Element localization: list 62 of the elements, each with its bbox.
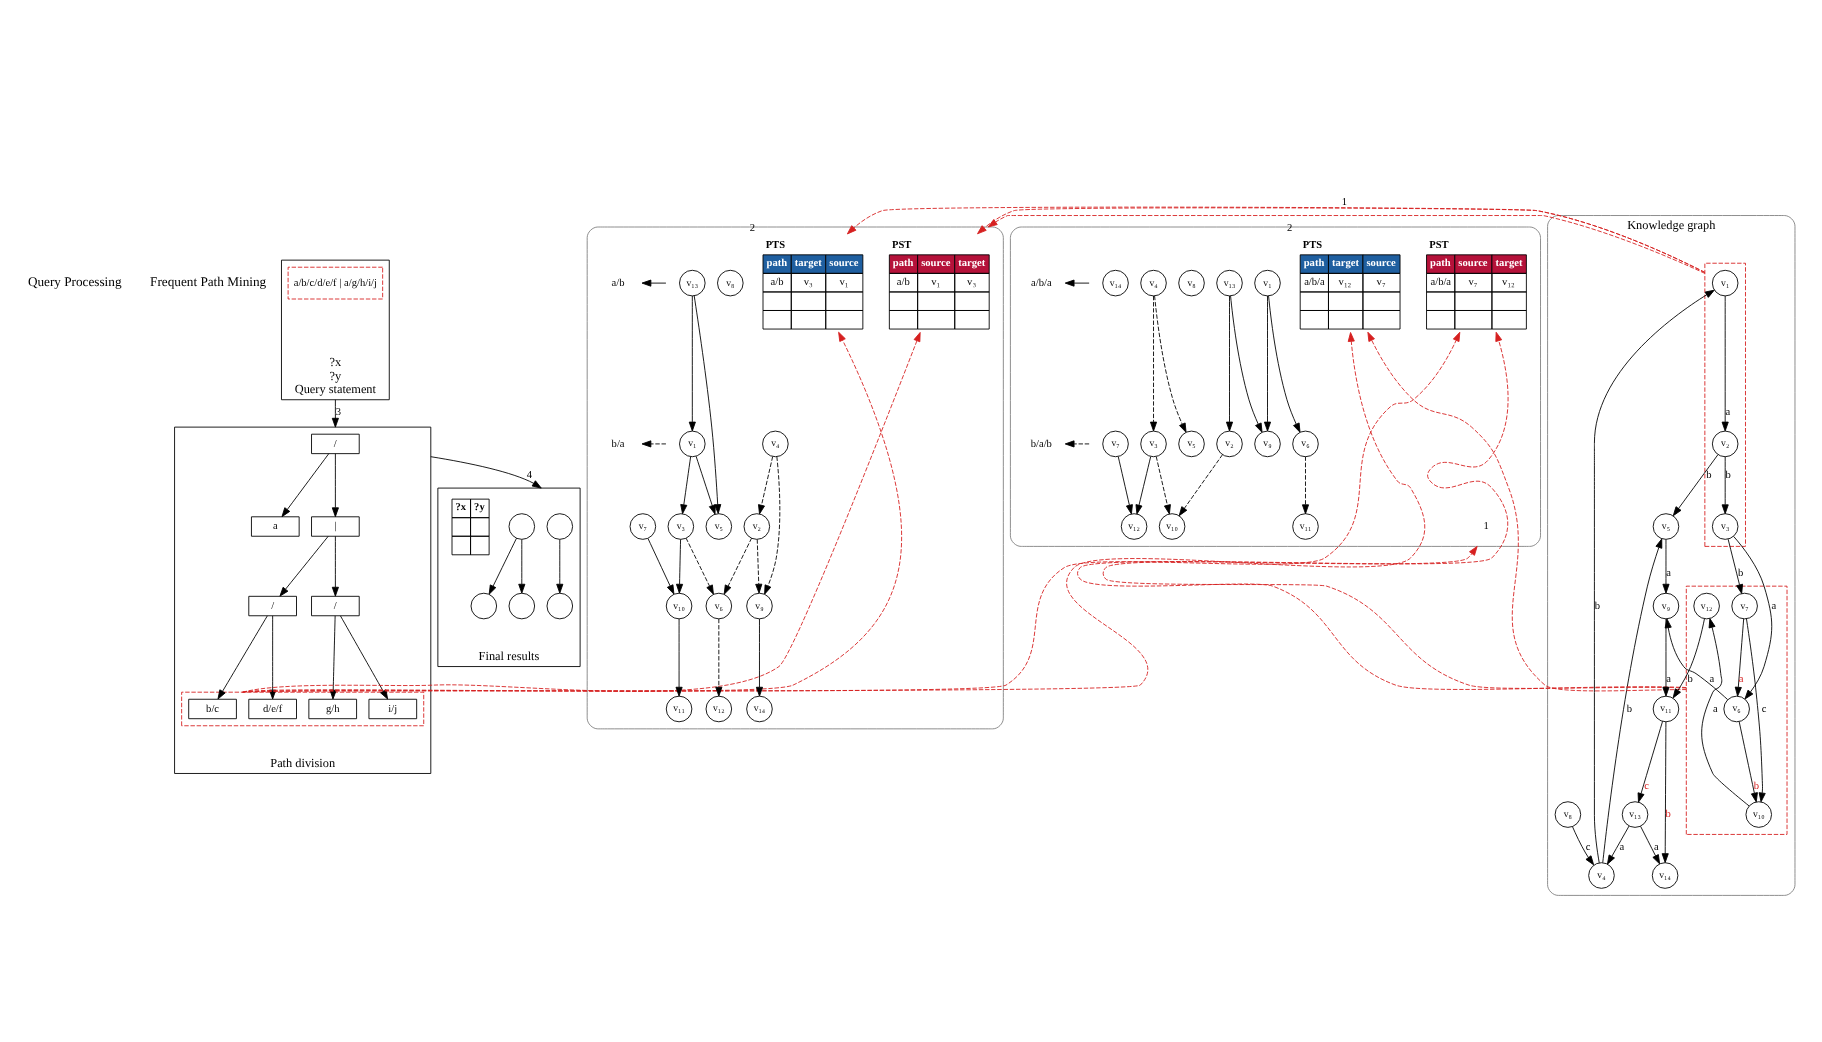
arrow bbox=[1607, 825, 1630, 865]
arrow bbox=[279, 535, 329, 597]
arrow bbox=[1102, 331, 1687, 689]
arrow bbox=[331, 535, 339, 597]
arrow bbox=[695, 455, 716, 515]
arrow bbox=[1721, 295, 1729, 432]
arrow bbox=[715, 618, 723, 697]
arrow bbox=[680, 456, 692, 515]
node-circle bbox=[546, 592, 574, 620]
arrow bbox=[430, 456, 542, 489]
arrow bbox=[1734, 618, 1745, 697]
arrow bbox=[685, 537, 714, 595]
arrow bbox=[340, 615, 389, 700]
arrow bbox=[1701, 618, 1750, 807]
arrow bbox=[518, 539, 526, 594]
arrow bbox=[764, 456, 781, 595]
arrow bbox=[331, 399, 339, 428]
node-circle bbox=[546, 513, 574, 540]
arrow bbox=[1637, 720, 1663, 803]
arrow bbox=[1230, 295, 1263, 433]
arrow bbox=[1178, 454, 1223, 517]
arrow bbox=[488, 537, 517, 595]
arrow bbox=[1367, 331, 1687, 692]
arrow bbox=[1746, 618, 1766, 803]
arrow bbox=[688, 295, 696, 432]
arrow bbox=[676, 539, 684, 594]
arrow bbox=[217, 615, 268, 700]
arrow bbox=[755, 618, 763, 697]
node-circle bbox=[508, 592, 536, 620]
arrow bbox=[675, 618, 683, 697]
arrow bbox=[758, 456, 774, 515]
node-circle bbox=[470, 592, 498, 620]
arrow bbox=[1263, 295, 1272, 432]
node-circle bbox=[508, 513, 536, 540]
arrow bbox=[1154, 295, 1187, 433]
cluster bbox=[1009, 226, 1541, 547]
arrow bbox=[281, 453, 330, 518]
arrow bbox=[331, 453, 339, 518]
arrow bbox=[1135, 456, 1152, 515]
arrow bbox=[1640, 825, 1661, 865]
arrow bbox=[755, 539, 763, 594]
arrow bbox=[1672, 454, 1719, 517]
arrow bbox=[1672, 618, 1705, 699]
arrow bbox=[1602, 538, 1663, 864]
arrow bbox=[1727, 538, 1743, 594]
arrow bbox=[556, 539, 564, 594]
arrow bbox=[1226, 295, 1234, 432]
arrow bbox=[647, 538, 675, 595]
arrow bbox=[1733, 536, 1773, 700]
arrow bbox=[1117, 456, 1133, 515]
arrow bbox=[1301, 456, 1310, 515]
arrow bbox=[1738, 721, 1758, 803]
arrow bbox=[1155, 456, 1171, 515]
arrow bbox=[1661, 721, 1669, 863]
arrow bbox=[693, 295, 722, 514]
arrow bbox=[1593, 289, 1715, 864]
arrow bbox=[723, 537, 752, 595]
arrow bbox=[1721, 456, 1729, 515]
arrow bbox=[1150, 295, 1158, 432]
arrow bbox=[1662, 539, 1670, 594]
arrow bbox=[1572, 826, 1595, 866]
arrow bbox=[1268, 295, 1301, 433]
